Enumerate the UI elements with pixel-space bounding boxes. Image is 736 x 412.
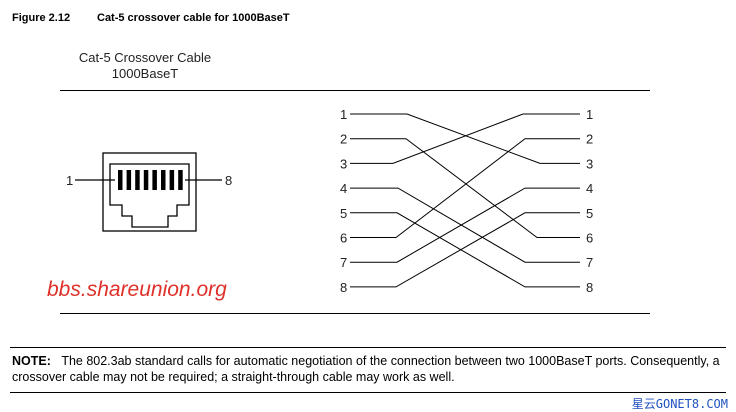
wire-5-to-8	[350, 212, 580, 288]
right-pin-label: 5	[586, 206, 593, 221]
rj45-connector-icon	[75, 152, 222, 232]
wire-6-to-2	[350, 138, 580, 238]
cable-title: Cat-5 Crossover Cable 1000BaseT	[60, 50, 230, 82]
right-pin-label: 1	[586, 107, 593, 122]
left-pin-label: 1	[340, 107, 347, 122]
wire-2-to-6	[350, 138, 580, 238]
right-pin-label: 8	[586, 280, 593, 295]
connector-pin	[143, 170, 149, 190]
connector-pin	[135, 170, 140, 190]
wire-8-to-5	[350, 212, 580, 288]
note-bottom-divider	[10, 392, 726, 393]
note-top-divider	[10, 347, 726, 348]
left-pin-label: 3	[340, 156, 347, 171]
left-pin-label: 6	[340, 231, 347, 246]
right-pin-label: 6	[586, 231, 593, 246]
note-label: NOTE:	[12, 354, 51, 368]
right-pin-label: 2	[586, 132, 593, 147]
connector-pin	[178, 170, 183, 190]
wire-7-to-4	[350, 187, 580, 263]
figure-number: Figure 2.12	[12, 12, 71, 24]
left-pin-label: 7	[340, 255, 347, 270]
wire-4-to-7	[350, 187, 580, 263]
connector-pin-8-label: 8	[225, 173, 232, 188]
right-pin-label: 4	[586, 181, 593, 196]
connector-pin	[169, 170, 175, 190]
cable-title-line1: Cat-5 Crossover Cable	[78, 50, 212, 65]
left-pin-label: 4	[340, 181, 347, 196]
wire-3-to-1	[350, 113, 580, 164]
bottom-divider	[60, 313, 650, 314]
left-pin-label: 5	[340, 206, 347, 221]
right-pin-label: 3	[586, 156, 593, 171]
connector-pin	[126, 170, 132, 190]
connector-pin	[118, 170, 123, 190]
figure-title: Cat-5 crossover cable for 1000BaseT	[97, 12, 290, 24]
wire-1-to-3	[350, 113, 580, 164]
watermark: bbs.shareunion.org	[47, 278, 227, 301]
connector-pin-1-label: 1	[66, 173, 73, 188]
crossover-wiring: 1 2 3 4 5 6 7 8 1 2 3 4 5 6 7 8	[340, 107, 593, 295]
connector-pin	[152, 170, 157, 190]
left-pin-label: 2	[340, 132, 347, 147]
note: NOTE: The 802.3ab standard calls for aut…	[12, 353, 727, 385]
footer-watermark: 星云GONET8.COM	[631, 397, 728, 411]
connector-pin	[161, 170, 166, 190]
left-pin-label: 8	[340, 280, 347, 295]
top-divider	[60, 90, 650, 91]
note-text: The 802.3ab standard calls for automatic…	[12, 354, 720, 384]
cable-title-line2: 1000BaseT	[111, 66, 179, 81]
figure-caption: Figure 2.12 Cat-5 crossover cable for 100…	[12, 12, 290, 24]
right-pin-label: 7	[586, 255, 593, 270]
